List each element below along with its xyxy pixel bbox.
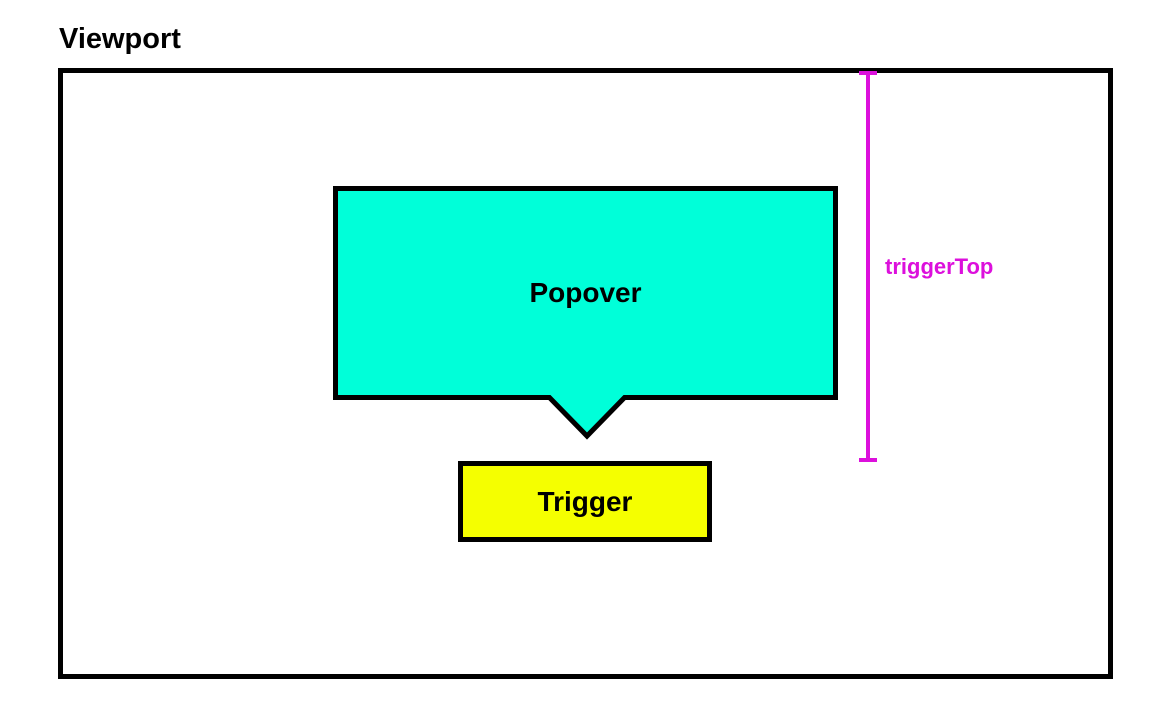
trigger-label: Trigger [537, 485, 633, 517]
viewport-label: Viewport [59, 23, 181, 55]
popover-tail [545, 395, 629, 440]
trigger-top-measure-cap-top [859, 71, 877, 75]
popover-tail-shape [545, 395, 629, 440]
trigger-top-measure-cap-bottom [859, 458, 877, 462]
trigger-top-measure-line [866, 71, 870, 462]
popover-label: Popover [529, 277, 642, 308]
viewport-box [58, 68, 1113, 679]
popover-box: Popover [333, 186, 838, 400]
trigger-box: Trigger [458, 461, 712, 542]
trigger-top-label: triggerTop [885, 254, 994, 279]
